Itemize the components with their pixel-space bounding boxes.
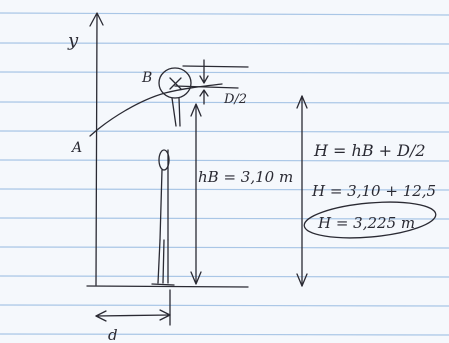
point-a-label: A [70,140,82,156]
distance-arrow-left [95,310,107,322]
person-feet [151,283,175,286]
person-arm-up [171,97,181,127]
equation-2: H = 3,10 + 12,5 [311,182,436,200]
equation-1: H = hB + D/2 [313,141,426,160]
d-half-arrow-top [199,59,209,84]
ball-cross [169,77,182,90]
y-axis-label: y [67,30,79,51]
person-legs [157,239,169,284]
half-diameter-label: D/2 [223,92,247,107]
result-oval [303,201,437,239]
hb-arrow-top [190,103,202,117]
h-arrow-bottom [296,273,308,287]
result-label: H = 3,225 m [317,214,415,232]
point-b-label: B [141,70,152,86]
y-axis-arrowhead [89,12,104,27]
ball-circle [158,67,192,99]
hb-arrow-bottom [190,271,202,285]
ground-line [86,285,249,288]
ball-center-line [174,85,239,89]
ball-top-line [182,65,249,68]
h-arrow-top [296,95,308,109]
y-axis-line [95,13,98,286]
hb-label: hB = 3,10 m [198,168,293,186]
person-head [158,149,170,171]
person-body [159,149,169,241]
trajectory-arc [89,83,223,137]
ruled-lines [0,12,449,336]
distance-label: d [108,326,118,343]
distance-arrow-line [95,314,171,317]
d-half-arrow-bottom [199,89,209,105]
